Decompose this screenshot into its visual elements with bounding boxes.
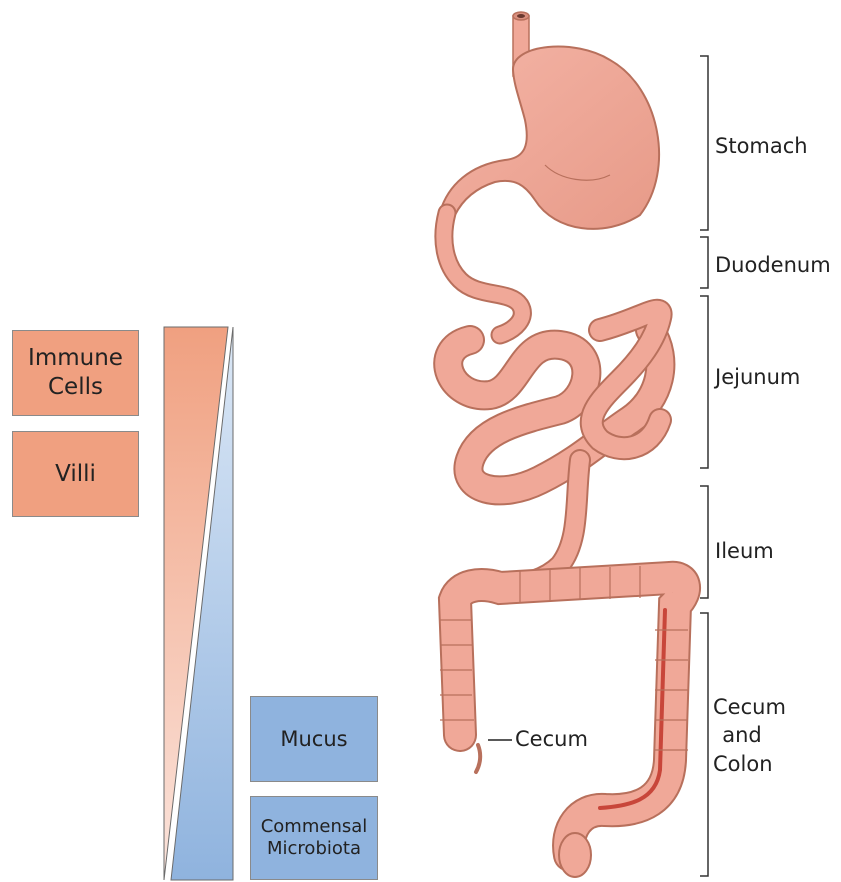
appendix xyxy=(476,745,480,772)
jejunum xyxy=(448,311,660,491)
label-cecum: Cecum xyxy=(515,727,588,751)
label-jejunum: Jejunum xyxy=(715,365,800,389)
label-duodenum: Duodenum xyxy=(715,253,831,277)
label-cecum-and-colon: Cecum and Colon xyxy=(713,693,771,778)
label-ileum: Ileum xyxy=(715,539,774,563)
region-brackets xyxy=(700,56,708,876)
label-stomach: Stomach xyxy=(715,134,808,158)
stomach xyxy=(440,47,659,229)
colon xyxy=(455,578,684,855)
rectum xyxy=(559,833,591,877)
